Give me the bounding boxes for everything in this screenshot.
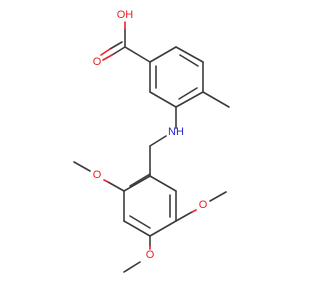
atom-label-hydroxyl: OH [117, 9, 134, 21]
bond [179, 54, 199, 67]
bond [175, 46, 204, 63]
bond [111, 46, 126, 56]
bond [100, 48, 111, 56]
bond [123, 261, 141, 273]
bond-layer [73, 21, 230, 273]
bond [202, 91, 230, 108]
bond [175, 211, 193, 222]
bond [149, 135, 167, 147]
bond [129, 215, 151, 229]
bond [175, 91, 204, 108]
atom-label-methoxy-oxygen-right: O [199, 199, 208, 211]
atom-label-carbonyl-oxygen: O [93, 56, 102, 68]
bond [149, 175, 177, 192]
bond [178, 87, 198, 100]
atom-label-methoxy-oxygen-bottom: O [146, 249, 155, 261]
bond [103, 179, 109, 183]
bond [149, 46, 177, 63]
bond [107, 181, 125, 192]
bond [109, 41, 123, 50]
bond [191, 209, 197, 213]
atom-label-layer: OH O NH O O O [93, 9, 208, 261]
atom-label-methoxy-oxygen-left: O [93, 169, 102, 181]
bond [149, 91, 177, 108]
bond [73, 161, 91, 172]
bond [102, 54, 113, 61]
bond [123, 175, 151, 192]
bond [124, 46, 151, 63]
bond [149, 220, 177, 237]
bond [123, 220, 151, 237]
bond [129, 173, 151, 187]
bond [209, 191, 227, 202]
atom-label-amine: NH [168, 126, 184, 138]
molecule-structure-diagram: OH O NH O O O [73, 9, 230, 273]
